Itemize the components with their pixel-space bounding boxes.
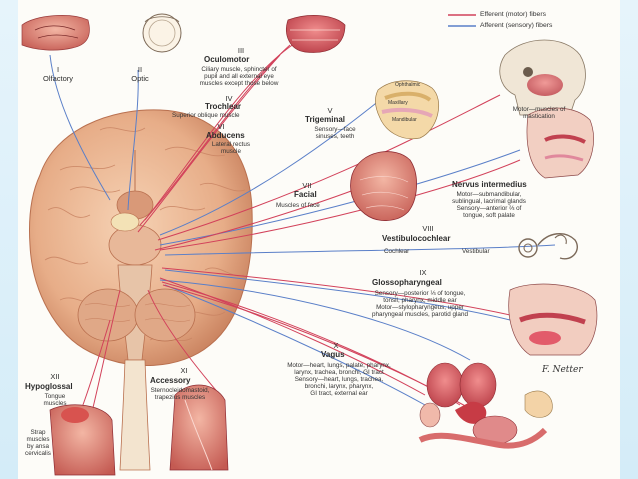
optic-label: Optic <box>131 74 149 83</box>
hypoglossal-label: Hypoglossal <box>25 382 73 391</box>
oculomotor-label: Oculomotor <box>204 55 250 64</box>
vestibular-label: Vestibular <box>462 248 490 255</box>
glossopharyngeal-numeral: IX <box>419 268 427 277</box>
vestibulocochlear-numeral: VIII <box>422 224 434 233</box>
skull-illustration <box>499 39 586 116</box>
facial-head-illustration <box>350 151 417 221</box>
slide-right-border <box>620 0 638 479</box>
glossopharyngeal-label: Glossopharyngeal <box>372 278 442 287</box>
mandibular-branch-label: Mandibular <box>392 117 417 123</box>
olfactory-label: Olfactory <box>42 74 73 83</box>
optic-numeral: II <box>137 65 143 74</box>
olfactory-numeral: I <box>56 65 60 74</box>
cochlear-label: Cochlear <box>384 248 410 255</box>
trigeminal-face-illustration <box>375 80 440 140</box>
pharynx-illustration <box>508 283 598 356</box>
abducens-numeral: VI <box>217 122 225 131</box>
intermedius-description: Motor—submandibular,sublingual, lacrimal… <box>452 191 526 219</box>
hypoglossal-numeral: XII <box>50 372 60 381</box>
legend-efferent: Efferent (motor) fibers <box>480 11 546 18</box>
glossopharyngeal-description: Sensory—posterior ⅓ of tongue,tonsil, ph… <box>372 290 468 318</box>
accessory-label: Accessory <box>150 376 191 385</box>
vestibulocochlear-label: Vestibulocochlear <box>382 234 451 243</box>
nose-illustration <box>21 15 90 51</box>
brain-inferior-view <box>29 109 253 366</box>
facial-label: Facial <box>294 190 317 199</box>
facial-numeral: VII <box>302 181 312 190</box>
vagus-description: Motor—heart, lungs, palate, pharynx,lary… <box>287 362 391 397</box>
artist-signature: F. Netter <box>542 365 583 375</box>
oculomotor-numeral: III <box>237 46 245 55</box>
abducens-label: Abducens <box>206 131 245 140</box>
slide-left-border <box>0 0 18 479</box>
legend-afferent: Afferent (sensory) fibers <box>480 22 553 29</box>
facial-description: Muscles of face <box>276 202 320 209</box>
accessory-description: Sternocleidomastoid,trapezius muscles <box>150 387 210 401</box>
maxillary-branch-label: Maxillary <box>388 100 408 106</box>
ophthalmic-branch-label: Ophthalmic <box>395 82 421 88</box>
neck-illustration <box>49 384 229 476</box>
eye-muscles-illustration <box>286 15 346 53</box>
eye-illustration <box>142 13 182 53</box>
inner-ear-illustration <box>518 233 578 260</box>
trochlear-label: Trochlear <box>205 102 242 111</box>
head-section-illustration <box>526 107 594 179</box>
vagus-numeral: X <box>333 341 339 350</box>
intermedius-label: Nervus intermedius <box>452 180 527 189</box>
trigeminal-label: Trigeminal <box>305 115 346 124</box>
trochlear-numeral: IV <box>225 94 233 103</box>
vagus-label: Vagus <box>321 350 345 359</box>
accessory-numeral: XI <box>180 366 188 375</box>
trigeminal-numeral: V <box>327 106 333 115</box>
trochlear-description: Superior oblique muscle <box>172 112 240 119</box>
thoracic-organs-illustration <box>418 362 553 449</box>
